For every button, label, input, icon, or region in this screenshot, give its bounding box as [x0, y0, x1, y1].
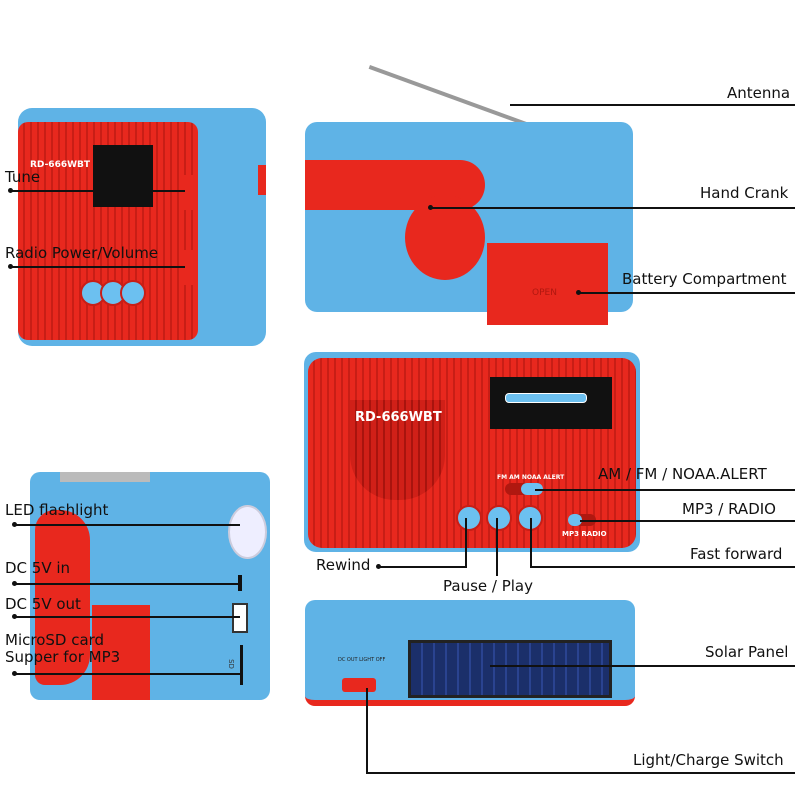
leader-line [14, 616, 240, 618]
label-microsd-2: Supper for MP3 [5, 648, 121, 666]
mp3-radio-text: MP3 RADIO [562, 530, 607, 538]
leader-line [510, 104, 795, 106]
leader-dot [576, 290, 581, 295]
crank-side [35, 510, 90, 685]
leader-line [378, 566, 467, 568]
pause-play-button[interactable] [486, 505, 512, 531]
label-solar: Solar Panel [705, 643, 789, 661]
leader-dot [12, 671, 17, 676]
band-switch[interactable] [505, 483, 543, 495]
light-charge-switch[interactable] [342, 678, 376, 692]
leader-dot [8, 264, 13, 269]
leader-dot [8, 188, 13, 193]
band-switch-text: FM AM NOAA ALERT [497, 474, 565, 481]
antenna-side [60, 472, 150, 482]
label-dc-out: DC 5V out [5, 595, 81, 613]
leader-line [430, 207, 795, 209]
light-switch-text: DC OUT LIGHT OFF [338, 657, 386, 663]
leader-line [14, 524, 240, 526]
sd-text: SD [226, 659, 235, 669]
leader-dot [12, 614, 17, 619]
label-power-volume: Radio Power/Volume [5, 244, 159, 262]
label-tune: Tune [5, 168, 41, 186]
leader-dot [12, 581, 17, 586]
battery-compartment[interactable] [487, 243, 608, 325]
leader-line [530, 518, 532, 568]
leader-line [366, 772, 795, 774]
leader-line [578, 292, 795, 294]
label-dc-in: DC 5V in [5, 559, 71, 577]
speaker-grille [350, 400, 445, 500]
label-microsd-1: MicroSD card [5, 631, 105, 649]
battery-door-side [92, 605, 150, 700]
microsd-slot[interactable] [240, 645, 243, 685]
frequency-dial [490, 377, 612, 429]
leader-dot [428, 205, 433, 210]
led-flashlight [228, 505, 267, 559]
tuning-scale [505, 393, 587, 403]
leader-line [14, 673, 240, 675]
label-rewind: Rewind [316, 556, 371, 574]
label-pause-play: Pause / Play [443, 577, 533, 595]
leader-dot [12, 522, 17, 527]
leader-line [465, 518, 467, 568]
solar-panel [408, 640, 612, 698]
crank-knob[interactable] [405, 195, 485, 280]
label-band-switch: AM / FM / NOAA.ALERT [598, 465, 767, 483]
label-light-switch: Light/Charge Switch [633, 751, 784, 769]
side-button [258, 165, 266, 195]
leader-line [10, 190, 185, 192]
tuning-dial [93, 145, 153, 207]
leader-dot [376, 564, 381, 569]
label-hand-crank: Hand Crank [700, 184, 789, 202]
label-fast-forward: Fast forward [690, 545, 783, 563]
label-battery: Battery Compartment [622, 270, 787, 288]
leader-line [14, 583, 240, 585]
model-text-side: RD-666WBT [30, 160, 91, 170]
dc-in-port[interactable] [238, 575, 242, 591]
leader-line [366, 688, 368, 772]
ff-button-side[interactable] [120, 280, 146, 306]
model-label: RD-666WBT [355, 410, 442, 425]
leader-line [535, 489, 795, 491]
label-antenna: Antenna [727, 84, 791, 102]
leader-line [10, 266, 185, 268]
leader-line [580, 520, 795, 522]
leader-line [530, 566, 795, 568]
battery-open-text: OPEN [532, 288, 557, 298]
tune-knob[interactable] [184, 175, 194, 210]
volume-knob[interactable] [184, 250, 194, 285]
label-led: LED flashlight [5, 501, 109, 519]
dc-out-port[interactable] [232, 603, 248, 633]
label-mp3-radio: MP3 / RADIO [682, 500, 776, 518]
leader-line [490, 665, 795, 667]
rewind-button[interactable] [456, 505, 482, 531]
leader-line [496, 518, 498, 576]
